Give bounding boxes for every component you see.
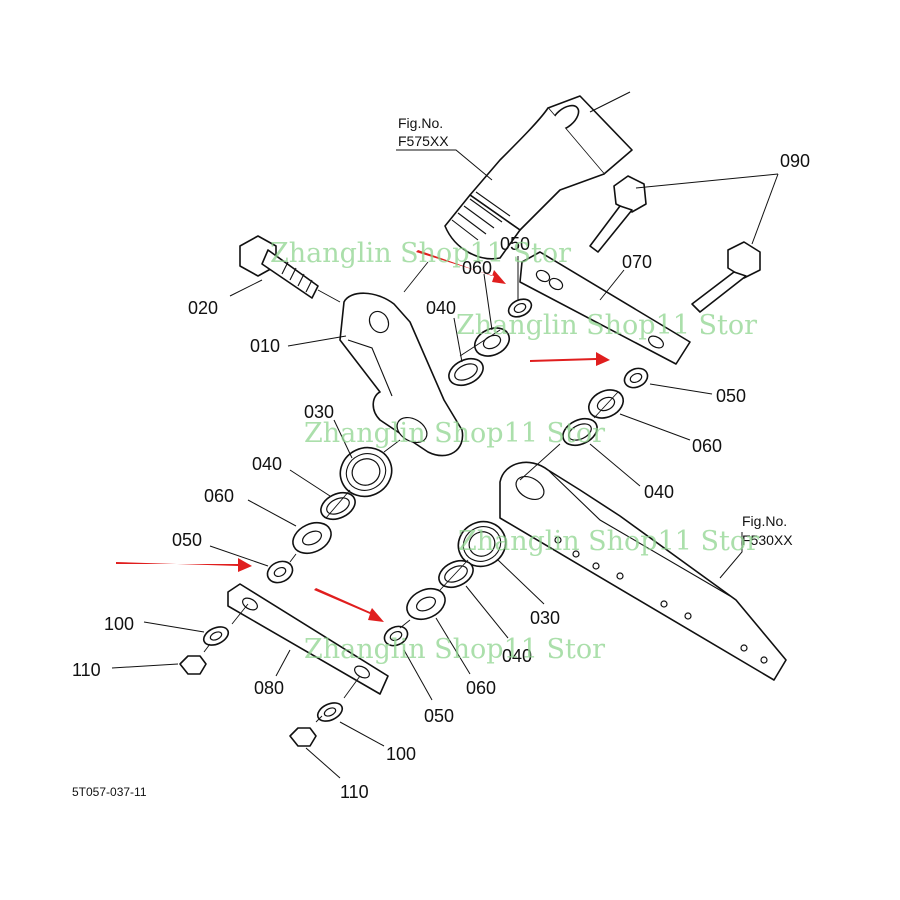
arrow-left (116, 558, 252, 572)
arm-holes (554, 536, 768, 664)
watermark-2: Zhanglin Shop11 Stor (456, 310, 757, 341)
bolt-090-lower (691, 241, 761, 313)
bolt-090-upper (589, 175, 647, 253)
label-020: 020 (188, 298, 218, 318)
washer-060-lower (406, 587, 446, 621)
label-050-lower: 050 (424, 706, 454, 726)
label-050-top: 050 (500, 234, 530, 254)
fig-ref-top-line2: F575XX (398, 133, 449, 149)
bushing-050-right (623, 367, 649, 389)
red-arrows (116, 250, 610, 622)
label-030-right: 030 (530, 608, 560, 628)
circlip-040-top (448, 357, 484, 387)
watermark-5: Zhanglin Shop11 Stor (304, 634, 605, 665)
circlip-040-right (562, 417, 598, 447)
fig-ref-right-line2: F530XX (742, 532, 793, 548)
nut-110-left (179, 655, 207, 675)
bushing-050-left (266, 560, 294, 584)
label-040-lower: 040 (502, 646, 532, 666)
arm-f530xx (499, 461, 787, 681)
label-060-left: 060 (204, 486, 234, 506)
washer-060-left (292, 521, 332, 555)
washer-100-right (316, 702, 344, 722)
label-040-left: 040 (252, 454, 282, 474)
washer-100-left (202, 626, 230, 646)
label-070: 070 (622, 252, 652, 272)
fig-ref-top-line1: Fig.No. (398, 115, 443, 131)
label-110-left: 110 (72, 660, 101, 680)
label-100-left: 100 (104, 614, 134, 634)
watermarks: Zhanglin Shop11 Stor Zhanglin Shop11 Sto… (270, 238, 759, 665)
label-040-top: 040 (426, 298, 456, 318)
label-100-right: 100 (386, 744, 416, 764)
leader-lines (111, 149, 779, 779)
watermark-1: Zhanglin Shop11 Stor (270, 238, 571, 269)
label-010: 010 (250, 336, 280, 356)
label-080: 080 (254, 678, 284, 698)
nut-110-right (289, 727, 317, 747)
label-030-left: 030 (304, 402, 334, 422)
circlip-040-lower (438, 559, 474, 589)
arrow-top (416, 250, 506, 284)
label-060-top: 060 (462, 258, 492, 278)
washer-060-top (473, 327, 511, 357)
watermark-4: Zhanglin Shop11 Stor (458, 526, 759, 557)
lift-shaft (444, 91, 633, 260)
watermark-3: Zhanglin Shop11 Stor (304, 418, 605, 449)
bushing-050-lower (383, 625, 409, 647)
bolt-020 (239, 235, 319, 299)
label-090: 090 (780, 151, 810, 171)
label-060-right: 060 (692, 436, 722, 456)
lift-arm-010 (339, 292, 464, 457)
arrow-right (530, 352, 610, 366)
center-lines (203, 261, 619, 723)
label-060-lower: 060 (466, 678, 496, 698)
arrow-lower (314, 588, 384, 622)
plate-070 (519, 251, 691, 365)
plate-080 (227, 583, 389, 695)
bearing-030-left (339, 446, 393, 498)
bearing-030-right (457, 520, 507, 568)
label-040-right: 040 (644, 482, 674, 502)
label-050-left: 050 (172, 530, 202, 550)
washer-060-right (587, 389, 625, 419)
bushing-050-top (507, 298, 533, 318)
label-050-right: 050 (716, 386, 746, 406)
fig-ref-right-line1: Fig.No. (742, 513, 787, 529)
part-labels: 090 020 050 060 070 040 010 050 030 060 … (72, 151, 810, 802)
drawing-code: 5T057-037-11 (72, 785, 147, 799)
label-110-right: 110 (340, 782, 369, 802)
